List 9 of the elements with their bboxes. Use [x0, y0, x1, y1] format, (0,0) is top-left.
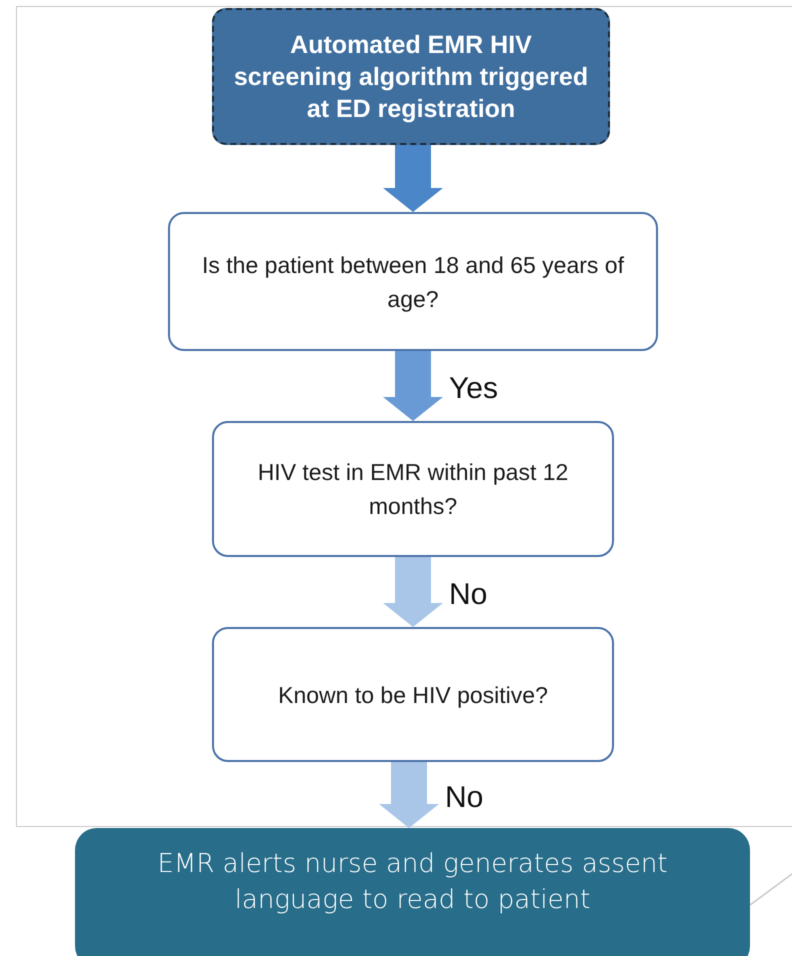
decision-box: Is the patient between 18 and 65 years of age? [168, 212, 658, 351]
action-box: EMR alerts nurse and generates assent language to read to patient [75, 828, 750, 956]
start-box: Automated EMR HIV screening algorithm triggered at ED registration [212, 8, 610, 145]
block-arrow [383, 557, 443, 627]
decision-box: HIV test in EMR within past 12 months? [212, 421, 614, 557]
block-arrow [383, 351, 443, 421]
decision-box: Known to be HIV positive? [212, 627, 614, 762]
block-arrow [383, 145, 443, 212]
block-arrow [379, 762, 439, 828]
